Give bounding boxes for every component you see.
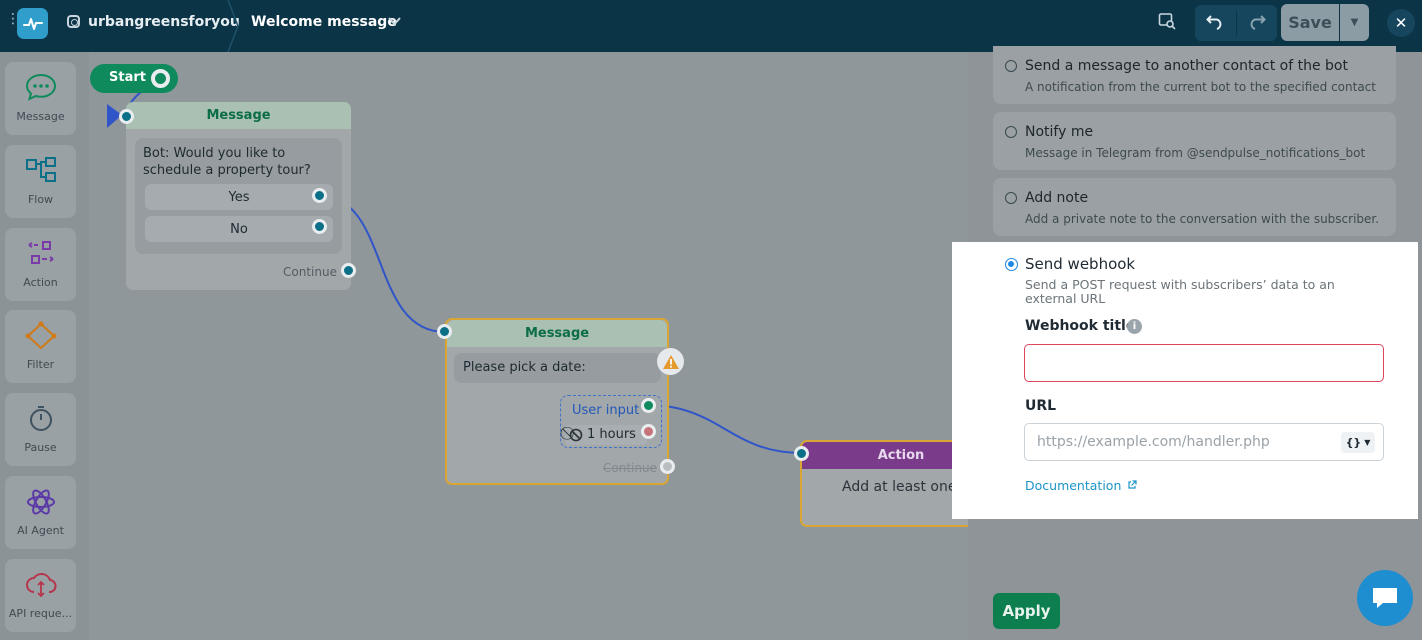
yes-connector[interactable] <box>312 188 327 203</box>
option-desc: Message in Telegram from @sendpulse_noti… <box>1025 146 1366 160</box>
sidebar-item-flow[interactable]: Flow <box>5 145 76 218</box>
sidebar-item-pause[interactable]: Pause <box>5 393 76 466</box>
chat-bubble-icon <box>5 73 76 101</box>
blocks-sidebar: Message Flow Action Filter Pause AI Agen… <box>0 52 89 640</box>
warning-icon[interactable] <box>657 348 684 375</box>
external-link-icon <box>1128 480 1137 489</box>
webhook-title-label: Webhook title <box>1025 318 1136 334</box>
chat-icon <box>1373 588 1397 608</box>
undo-icon[interactable] <box>1206 12 1224 34</box>
chevron-down-icon[interactable] <box>388 15 401 30</box>
start-connector[interactable] <box>151 69 170 88</box>
info-icon[interactable]: i <box>1127 319 1142 334</box>
sidebar-item-label: Flow <box>27 193 54 206</box>
radio-button[interactable] <box>1005 192 1017 204</box>
flow-title[interactable]: Welcome message <box>251 14 397 30</box>
option-notify-me[interactable]: Notify me Message in Telegram from @send… <box>993 112 1396 170</box>
option-title: Notify me <box>1025 124 1094 140</box>
timeout-label: 1 hours <box>587 427 636 442</box>
save-button[interactable]: Save <box>1281 4 1339 41</box>
top-bar: ⋮ urbangreensforyou Welcome message Save… <box>0 0 1422 52</box>
message-node-1[interactable]: Message Bot: Would you like to schedule … <box>126 102 356 290</box>
preview-icon[interactable] <box>1158 12 1176 34</box>
node-header: Message <box>126 102 351 129</box>
sidebar-item-label: API reque... <box>8 607 73 620</box>
ban-icon <box>569 428 583 442</box>
breadcrumb-separator <box>227 0 239 52</box>
support-chat-button[interactable] <box>1357 570 1413 626</box>
sidebar-item-label: Filter <box>26 358 55 371</box>
apply-button[interactable]: Apply <box>993 593 1060 629</box>
timeout-badge: ⃠ 1 hours <box>565 425 647 445</box>
option-add-note[interactable]: Add note Add a private note to the conve… <box>993 178 1396 236</box>
option-title: Add note <box>1025 190 1089 206</box>
user-input-label: User input <box>572 403 640 418</box>
app-logo-icon[interactable] <box>17 8 48 39</box>
insert-variable-button[interactable]: {} ▼ <box>1341 432 1375 453</box>
webhook-title-input[interactable] <box>1024 344 1384 382</box>
user-input-connector[interactable] <box>641 398 656 413</box>
radio-button-selected[interactable] <box>1005 258 1018 271</box>
instagram-icon <box>67 15 80 28</box>
sidebar-item-label: Message <box>16 110 65 123</box>
quick-reply-yes[interactable]: Yes <box>145 184 333 210</box>
option-desc: A notification from the current bot to t… <box>1025 80 1376 94</box>
action-hint: Add at least one t <box>842 479 967 495</box>
radio-button[interactable] <box>1005 126 1017 138</box>
webhook-option-desc: Send a POST request with subscribers’ da… <box>1025 277 1335 306</box>
stopwatch-icon <box>5 404 76 432</box>
message-node-2[interactable]: Message Please pick a date: User input ⃠… <box>445 318 684 485</box>
documentation-link[interactable]: Documentation <box>1025 478 1137 493</box>
sidebar-item-label: Action <box>23 276 58 289</box>
flow-icon <box>5 156 76 184</box>
radio-button[interactable] <box>1005 60 1017 72</box>
sidebar-item-action[interactable]: Action <box>5 228 76 301</box>
sidebar-item-label: AI Agent <box>17 524 64 537</box>
message-bubble: Please pick a date: <box>454 353 661 383</box>
continue-label: Continue <box>283 265 337 279</box>
undo-redo-group <box>1195 5 1277 41</box>
action-icon <box>5 239 76 267</box>
option-send-to-contact[interactable]: Send a message to another contact of the… <box>993 46 1396 104</box>
node2-input-connector[interactable] <box>437 324 452 339</box>
webhook-option-title: Send webhook <box>1025 255 1136 273</box>
option-desc: Add a private note to the conversation w… <box>1025 212 1380 226</box>
sidebar-item-api-request[interactable]: API reque... <box>5 559 76 632</box>
message-text: Please pick a date: <box>463 360 586 375</box>
close-icon[interactable]: ✕ <box>1387 9 1415 37</box>
option-title: Send a message to another contact of the… <box>1025 58 1348 74</box>
sidebar-item-ai-agent[interactable]: AI Agent <box>5 476 76 549</box>
account-name[interactable]: urbangreensforyou <box>88 14 240 30</box>
url-field: {} ▼ <box>1024 423 1384 461</box>
sidebar-item-message[interactable]: Message <box>5 62 76 135</box>
variable-braces-icon: {} <box>1345 436 1362 449</box>
node3-input-connector[interactable] <box>794 446 809 461</box>
api-cloud-icon <box>5 570 76 598</box>
save-options-caret-icon[interactable]: ▼ <box>1340 4 1369 41</box>
node1-input-connector[interactable] <box>119 109 134 124</box>
quick-reply-no[interactable]: No <box>145 216 333 242</box>
no-connector[interactable] <box>312 219 327 234</box>
continue-connector[interactable] <box>341 263 356 278</box>
filter-icon <box>5 321 76 349</box>
timeout-connector[interactable] <box>641 424 656 439</box>
start-node[interactable]: Start <box>90 64 178 93</box>
documentation-link-label: Documentation <box>1025 478 1122 493</box>
continue-label: Continue <box>603 461 657 475</box>
sidebar-item-filter[interactable]: Filter <box>5 310 76 383</box>
start-label: Start <box>109 70 146 85</box>
sidebar-item-label: Pause <box>24 441 57 454</box>
redo-icon[interactable] <box>1248 12 1266 34</box>
user-input-box[interactable]: User input ⃠ 1 hours <box>560 395 662 448</box>
divider <box>1236 11 1237 35</box>
url-label: URL <box>1025 398 1057 414</box>
node-header: Message <box>447 320 667 347</box>
continue-connector[interactable] <box>660 459 675 474</box>
chevron-down-icon: ▼ <box>1364 438 1371 447</box>
ai-agent-icon <box>5 487 76 515</box>
url-input[interactable] <box>1026 425 1336 459</box>
message-text: Bot: Would you like to schedule a proper… <box>143 146 311 178</box>
drag-handle-icon[interactable]: ⋮ <box>6 11 20 27</box>
